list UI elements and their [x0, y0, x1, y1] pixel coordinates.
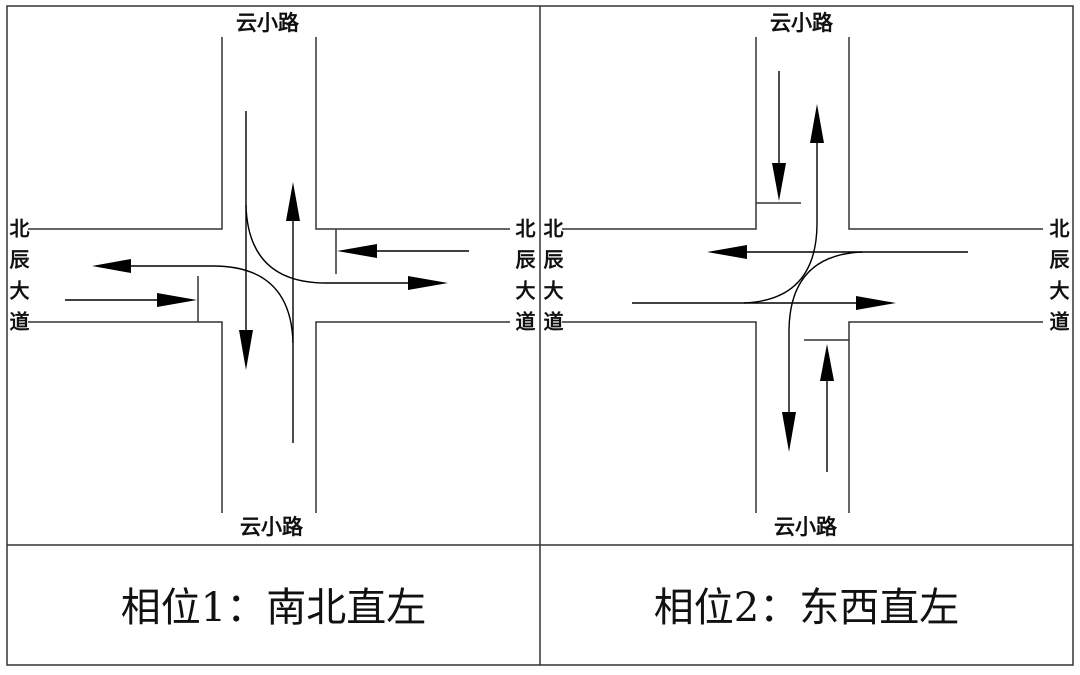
westbound-waiting-arrow: [337, 244, 469, 258]
road-edge: [315, 321, 510, 513]
westbound-through-arrow: [707, 245, 968, 259]
road-edge: [28, 37, 223, 230]
road-edge: [562, 37, 757, 230]
southbound-waiting-arrow: [772, 71, 786, 201]
west-road-label: 北辰大道: [540, 218, 564, 342]
phase-2-caption: 相位2：东西直左: [653, 585, 960, 631]
eastbound-left-turn-arrow: [743, 104, 824, 304]
northbound-left-turn-arrow: [92, 259, 294, 344]
northbound-through-arrow: [286, 182, 300, 443]
east-road-label: 北辰大道: [512, 218, 536, 342]
intersection-phase-2: [562, 37, 1043, 513]
northbound-waiting-arrow: [820, 344, 834, 472]
intersection-phase-1: [28, 37, 510, 513]
south-road-label: 云小路: [240, 514, 303, 539]
eastbound-waiting-arrow: [65, 293, 197, 307]
road-edge: [848, 321, 1043, 513]
southbound-left-turn-arrow: [245, 204, 448, 290]
north-road-label: 云小路: [236, 10, 299, 35]
east-road-label: 北辰大道: [1046, 218, 1070, 342]
road-edge: [28, 321, 223, 513]
south-road-label: 云小路: [774, 514, 837, 539]
phase-1-caption: 相位1：南北直左: [120, 585, 427, 631]
north-road-label: 云小路: [770, 10, 833, 35]
west-road-label: 北辰大道: [6, 218, 30, 342]
westbound-left-turn-arrow: [782, 251, 863, 452]
movements-phase-1: [65, 111, 469, 443]
southbound-through-arrow: [239, 111, 253, 370]
eastbound-through-arrow: [632, 296, 896, 310]
movements-phase-2: [632, 71, 968, 472]
road-edge: [848, 37, 1043, 230]
road-edge: [315, 37, 510, 230]
road-edge: [562, 321, 757, 513]
